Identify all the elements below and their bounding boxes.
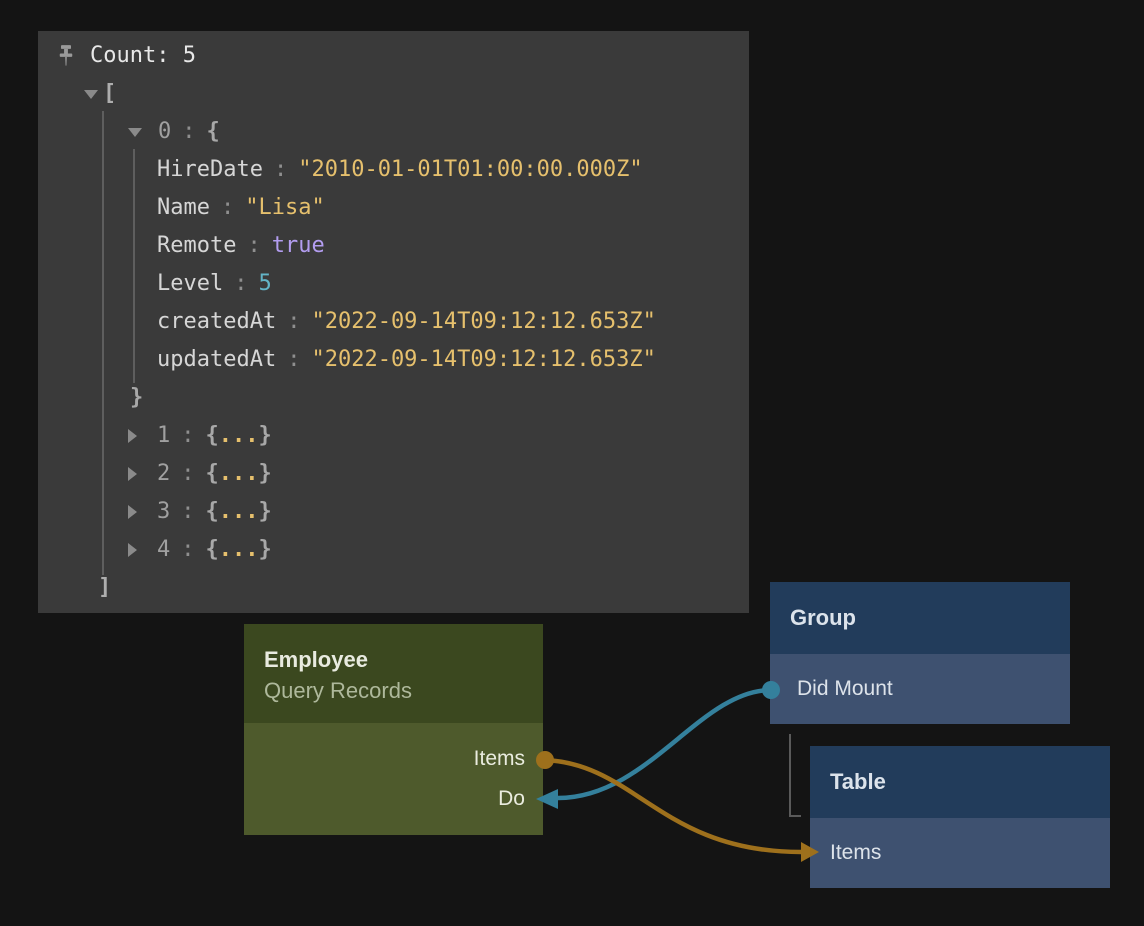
json-key: createdAt	[157, 309, 277, 334]
pushpin-icon[interactable]	[55, 44, 77, 68]
node-body: Items	[810, 818, 1110, 888]
node-header[interactable]: Table	[810, 746, 1110, 818]
port-did-mount-output[interactable]: Did Mount	[797, 677, 893, 700]
preview-close-brace: }	[258, 461, 272, 486]
object-open-brace: {	[206, 119, 220, 144]
preview-ellipsis: ...	[218, 499, 259, 524]
preview-open-brace: {	[205, 423, 219, 448]
json-value: true	[271, 233, 325, 258]
expand-arrow-icon[interactable]	[128, 429, 137, 443]
port-items-output[interactable]: Items	[473, 747, 525, 770]
node-table[interactable]: Table Items	[810, 746, 1110, 888]
tree-row-item-collapsed: 1 : { ... }	[38, 417, 749, 455]
preview-close-brace: }	[258, 537, 272, 562]
expand-arrow-icon[interactable]	[128, 467, 137, 481]
indent-guide-line	[133, 149, 135, 383]
item-index: 3	[157, 499, 171, 524]
collapse-arrow-icon[interactable]	[84, 89, 98, 99]
colon-separator: :	[181, 461, 195, 486]
colon-separator: :	[220, 195, 235, 220]
tree-row-field: createdAt : "2022-09-14T09:12:12.653Z"	[38, 303, 749, 341]
node-body: Items Do	[244, 723, 543, 835]
json-value: "2010-01-01T01:00:00.000Z"	[298, 157, 643, 182]
json-value: "2022-09-14T09:12:12.653Z"	[311, 309, 656, 334]
tree-row-item-collapsed: 4 : { ... }	[38, 531, 749, 569]
tree-row-field: HireDate : "2010-01-01T01:00:00.000Z"	[38, 151, 749, 189]
indent-guide-line	[102, 111, 104, 575]
preview-close-brace: }	[258, 423, 272, 448]
wire-items-to-items[interactable]	[544, 757, 802, 855]
tree-row-field: Remote : true	[38, 227, 749, 265]
json-key: Name	[157, 195, 210, 220]
json-key: Remote	[157, 233, 237, 258]
colon-separator: :	[182, 119, 196, 144]
json-value: 5	[258, 271, 272, 296]
preview-open-brace: {	[205, 499, 219, 524]
preview-close-brace: }	[258, 499, 272, 524]
colon-separator: :	[181, 423, 195, 448]
node-title: Table	[830, 769, 886, 794]
colon-separator: :	[181, 537, 195, 562]
item-index: 4	[157, 537, 171, 562]
node-body: Did Mount	[770, 654, 1070, 724]
inspector-header-row: Count: 5	[38, 37, 749, 75]
tree-row-object-close: }	[38, 379, 749, 417]
item-index: 1	[157, 423, 171, 448]
item-index: 0	[158, 119, 172, 144]
tree-row-field: updatedAt : "2022-09-14T09:12:12.653Z"	[38, 341, 749, 379]
item-index: 2	[157, 461, 171, 486]
tree-row-array-close: ]	[38, 569, 749, 607]
node-employee-query-records[interactable]: Employee Query Records Items Do	[244, 624, 543, 835]
array-close-bracket: ]	[98, 575, 112, 600]
port-items-input[interactable]: Items	[830, 841, 882, 864]
colon-separator: :	[273, 157, 288, 182]
node-subtitle: Query Records	[264, 678, 412, 703]
tree-row-item-0: 0 : {	[38, 113, 749, 151]
json-key: HireDate	[157, 157, 263, 182]
array-open-bracket: [	[103, 81, 117, 106]
preview-open-brace: {	[205, 537, 219, 562]
node-title: Group	[790, 605, 856, 630]
port-do-input[interactable]: Do	[498, 787, 525, 810]
preview-open-brace: {	[205, 461, 219, 486]
colon-separator: :	[287, 309, 301, 334]
collapse-arrow-icon[interactable]	[128, 127, 142, 137]
colon-separator: :	[234, 271, 248, 296]
json-key: updatedAt	[157, 347, 277, 372]
node-header[interactable]: Employee Query Records	[244, 624, 543, 723]
expand-arrow-icon[interactable]	[128, 543, 137, 557]
tree-row-field: Name : "Lisa"	[38, 189, 749, 227]
tree-row-item-collapsed: 2 : { ... }	[38, 455, 749, 493]
wire-didmount-to-do[interactable]	[557, 687, 772, 801]
preview-ellipsis: ...	[218, 537, 259, 562]
colon-separator: :	[181, 499, 195, 524]
data-inspector-panel: Count: 5 [ 0 : { HireDate : "2010-01-01T…	[38, 31, 749, 613]
node-header[interactable]: Group	[770, 582, 1070, 654]
json-value: "Lisa"	[245, 195, 325, 220]
node-title: Employee	[264, 647, 368, 672]
colon-separator: :	[247, 233, 261, 258]
node-group[interactable]: Group Did Mount	[770, 582, 1070, 724]
tree-row-field: Level : 5	[38, 265, 749, 303]
preview-ellipsis: ...	[218, 461, 259, 486]
tree-row-item-collapsed: 3 : { ... }	[38, 493, 749, 531]
preview-ellipsis: ...	[218, 423, 259, 448]
inspector-title: Count: 5	[90, 43, 196, 68]
group-table-hierarchy-line	[789, 734, 801, 817]
tree-row-array-open: [	[38, 75, 749, 113]
expand-arrow-icon[interactable]	[128, 505, 137, 519]
json-value: "2022-09-14T09:12:12.653Z"	[311, 347, 656, 372]
object-close-brace: }	[130, 385, 144, 410]
colon-separator: :	[287, 347, 301, 372]
json-key: Level	[157, 271, 224, 296]
